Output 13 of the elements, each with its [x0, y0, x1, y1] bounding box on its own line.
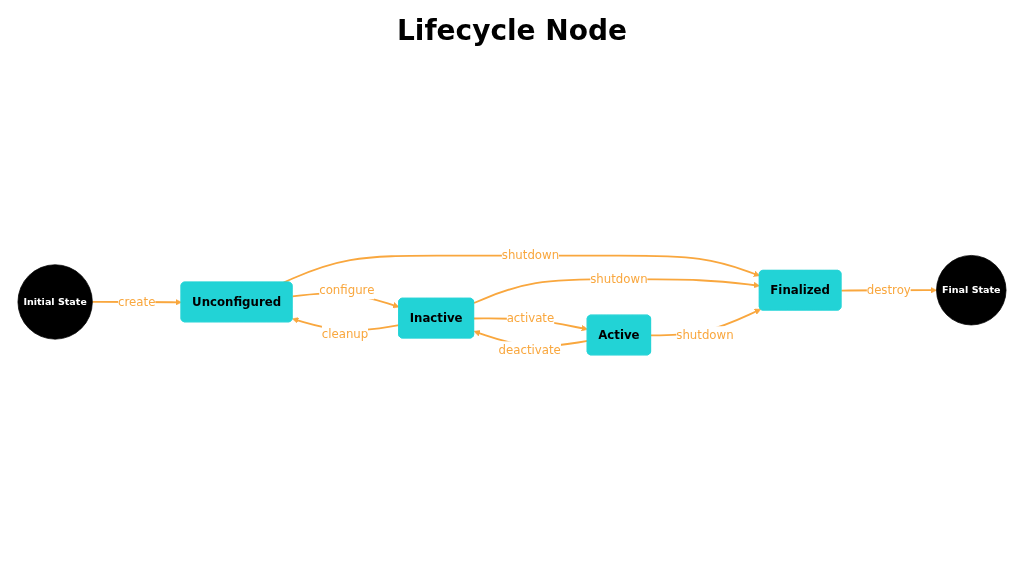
edge-label: shutdown — [501, 248, 560, 263]
edge-label: deactivate — [498, 342, 561, 357]
edge-label: create — [118, 294, 156, 309]
state-diagram: create configure cleanup shutdown shutdown activate deactivate shutdown destroy Initial State Unconfigured Inactive Finalized Active Final State — [12, 241, 1012, 365]
edge-label: shutdown — [676, 327, 734, 342]
edge-label: configure — [319, 283, 375, 298]
edge-label: destroy — [866, 282, 911, 297]
edge-label: shutdown — [590, 271, 648, 286]
edge-label: cleanup — [321, 326, 369, 341]
edge-label: activate — [506, 310, 555, 325]
node-circle — [17, 264, 93, 340]
diagram-title: Lifecycle Node — [396, 14, 628, 47]
node-circle — [936, 255, 1007, 326]
